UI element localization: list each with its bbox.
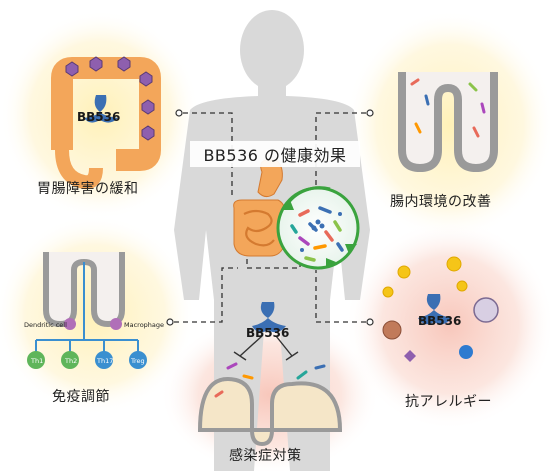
- glow-env: [345, 10, 550, 240]
- digestive-tract: [233, 159, 285, 257]
- th2-cell-icon: [61, 351, 79, 369]
- immune-villi-illustration: [27, 252, 147, 369]
- dendritic-cell-icon: [64, 318, 76, 330]
- villi-illustration: [398, 72, 498, 173]
- allergen-illustration: [382, 256, 499, 362]
- bifidobacterium-icon: [418, 294, 452, 325]
- strain-label-gut: BB536: [77, 110, 121, 124]
- th1-label: Th1: [31, 357, 44, 365]
- th1-cell-icon: [27, 351, 45, 369]
- microbiome-cycle: [276, 186, 360, 270]
- benefit-label-immune: 免疫調節: [52, 389, 110, 405]
- benefit-label-allergy: 抗アレルギー: [405, 394, 492, 410]
- macrophage-icon: [110, 318, 122, 330]
- benefit-label-env: 腸内環境の改善: [390, 194, 492, 210]
- infection-illustration: [197, 335, 343, 447]
- strain-label-allergy: BB536: [418, 314, 462, 328]
- benefit-label-gut: 胃腸障害の緩和: [37, 181, 139, 197]
- treg-label: Treg: [131, 357, 145, 365]
- bifidobacterium-icon: [252, 302, 286, 333]
- bifidobacterium-icon: [84, 95, 118, 123]
- dendritic-cell-label: Dendritic cell: [24, 321, 67, 329]
- connector-lines: [174, 112, 366, 323]
- figure-title: BB536 の健康効果: [190, 141, 360, 167]
- macrophage-label: Macrophage: [124, 321, 165, 329]
- th17-label: Th17: [97, 357, 114, 365]
- colon-illustration: [51, 56, 161, 190]
- strain-label-center: BB536: [246, 326, 290, 340]
- benefit-label-infection: 感染症対策: [229, 448, 302, 464]
- th17-cell-icon: [95, 351, 113, 369]
- treg-cell-icon: [129, 351, 147, 369]
- glow-allergy: [345, 220, 550, 430]
- th2-label: Th2: [65, 357, 78, 365]
